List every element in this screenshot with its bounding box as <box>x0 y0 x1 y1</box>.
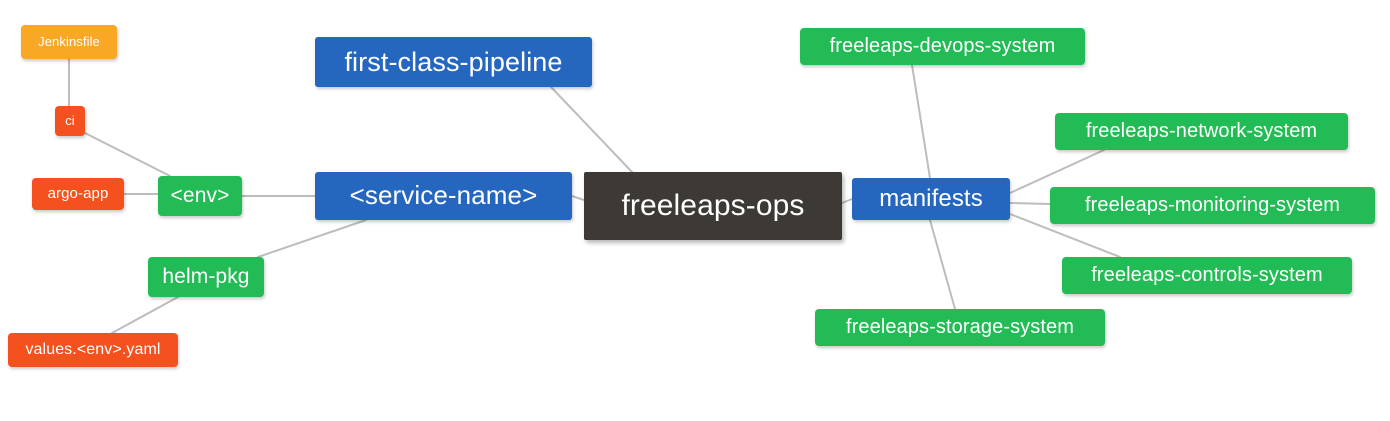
node-service-name[interactable]: <service-name> <box>315 172 572 220</box>
node-freeleaps-controls-system[interactable]: freeleaps-controls-system <box>1062 257 1352 294</box>
node-values-env-yaml[interactable]: values.<env>.yaml <box>8 333 178 367</box>
edge-root-manifests <box>841 198 853 204</box>
node-manifests[interactable]: manifests <box>852 178 1010 220</box>
node-argo-app[interactable]: argo-app <box>32 178 124 210</box>
node-freeleaps-storage-system[interactable]: freeleaps-storage-system <box>815 309 1105 346</box>
node-freeleaps-monitoring-system[interactable]: freeleaps-monitoring-system <box>1050 187 1375 224</box>
node-ci[interactable]: ci <box>55 106 85 136</box>
edge-service-name-helm-pkg <box>257 219 367 258</box>
edge-root-service-name <box>571 195 585 201</box>
edge-manifests-storage <box>929 219 956 310</box>
node-jenkinsfile[interactable]: Jenkinsfile <box>21 25 117 59</box>
edge-helm-pkg-values <box>111 296 179 334</box>
node-first-class-pipeline[interactable]: first-class-pipeline <box>315 37 592 87</box>
edge-root-first-class-pipeline <box>550 86 633 173</box>
node-helm-pkg[interactable]: helm-pkg <box>148 257 264 297</box>
node-freeleaps-devops-system[interactable]: freeleaps-devops-system <box>800 28 1085 65</box>
edge-manifests-devops <box>911 64 931 179</box>
edge-env-ci <box>84 132 171 177</box>
node-freeleaps-network-system[interactable]: freeleaps-network-system <box>1055 113 1348 150</box>
node-root[interactable]: freeleaps-ops <box>584 172 842 240</box>
node-env[interactable]: <env> <box>158 176 242 216</box>
edge-manifests-monitoring <box>1009 202 1051 205</box>
